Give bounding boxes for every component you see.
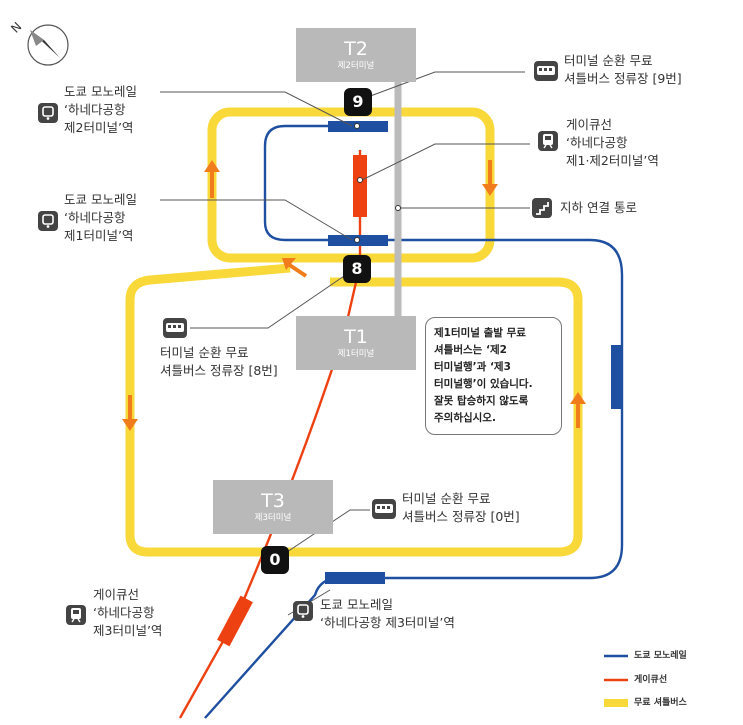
monorail-icon <box>38 211 58 231</box>
legend-keikyu: 게이큐선 <box>634 675 668 685</box>
label-monorail-t3: 도쿄 모노레일 ‘하네다공항 제3터미널’역 <box>320 597 455 630</box>
label-monorail-t2: 도쿄 모노레일 ‘하네다공항 제2터미널’역 <box>64 84 137 135</box>
terminal-code: T3 <box>261 490 285 512</box>
arrow-diagonal <box>282 258 308 278</box>
legend-shuttle: 무료 셔틀버스 <box>634 698 687 708</box>
stairs-icon <box>532 198 552 218</box>
monorail-icon <box>293 601 313 621</box>
terminal-name: 제2터미널 <box>337 61 375 71</box>
bus-icon <box>372 499 396 519</box>
shuttle-notice: 제1터미널 출발 무료 셔틀버스는 ‘제2 터미널행’과 ‘제3 터미널행’이 … <box>425 317 562 435</box>
station-dot-underpass <box>395 205 401 211</box>
terminal-code: T2 <box>344 38 368 60</box>
arrow-up-right <box>570 392 586 428</box>
shuttle-loop-lower <box>125 263 583 557</box>
label-monorail-t1: 도쿄 모노레일 ‘하네다공항 제1터미널’역 <box>64 192 137 243</box>
monorail-icon <box>38 103 58 123</box>
station-dot-keikyu <box>357 177 363 183</box>
keikyu-station-t12 <box>353 155 367 217</box>
arrow-down-left <box>122 395 138 431</box>
terminal-code: T1 <box>344 326 368 348</box>
label-bus-9: 터미널 순환 무료 셔틀버스 정류장 [9번] <box>564 53 682 86</box>
north-compass-icon: N <box>8 20 69 66</box>
bus-icon <box>163 318 187 338</box>
keikyu-station-t3 <box>217 595 253 647</box>
bus-icon <box>534 61 558 81</box>
label-bus-8: 터미널 순환 무료 셔틀버스 정류장 [8번] <box>160 345 278 378</box>
terminal-t1[interactable]: T1 제1터미널 <box>296 316 416 370</box>
terminal-t2[interactable]: T2 제2터미널 <box>296 28 416 82</box>
monorail-station-t3 <box>325 572 385 584</box>
label-keikyu-t3: 게이큐선 ‘하네다공항 제3터미널’역 <box>93 587 163 638</box>
legend-monorail: 도쿄 모노레일 <box>634 651 687 661</box>
terminal-name: 제1터미널 <box>337 349 375 359</box>
terminal-t3[interactable]: T3 제3터미널 <box>213 480 333 534</box>
monorail-station-mid <box>611 345 622 409</box>
terminal-name: 제3터미널 <box>254 513 292 523</box>
bus-stop-9[interactable]: 9 <box>344 88 372 116</box>
station-dot-t1 <box>354 237 360 243</box>
bus-stop-8[interactable]: 8 <box>343 255 371 283</box>
label-underpass: 지하 연결 통로 <box>560 200 637 215</box>
shuttle-direction-arrows <box>122 160 586 431</box>
station-dot-t2 <box>354 123 360 129</box>
arrow-up-left <box>204 160 220 198</box>
label-keikyu-t12: 게이큐선 ‘하네다공항 제1·제2터미널’역 <box>566 117 659 168</box>
label-bus-0: 터미널 순환 무료 셔틀버스 정류장 [0번] <box>402 491 520 524</box>
bus-stop-0[interactable]: 0 <box>261 546 289 574</box>
train-icon <box>66 605 86 625</box>
train-icon <box>538 131 558 151</box>
arrow-down-right <box>482 160 498 196</box>
svg-text:N: N <box>8 20 24 36</box>
